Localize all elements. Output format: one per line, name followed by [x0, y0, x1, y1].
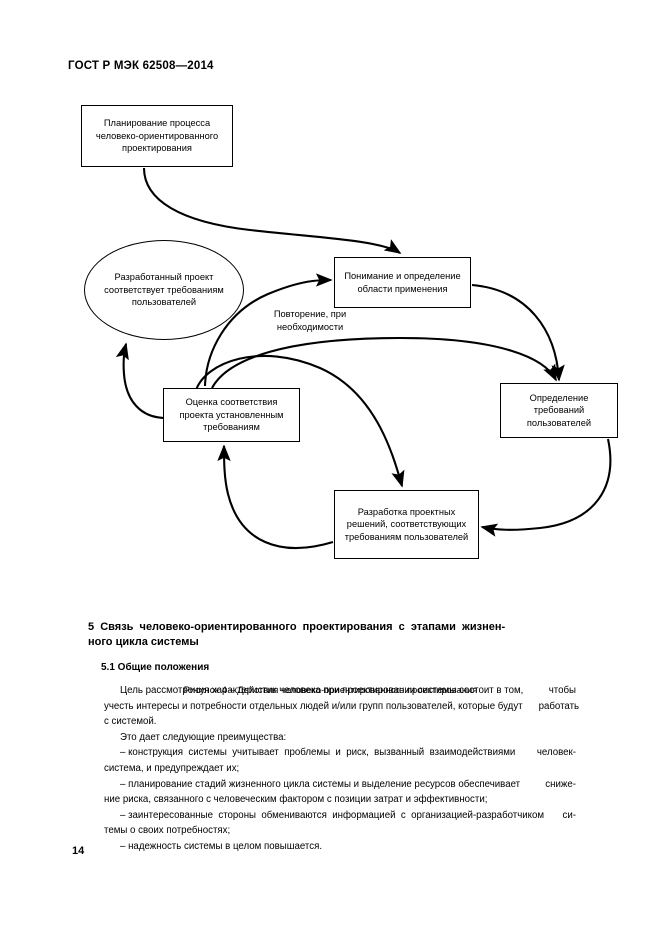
paragraph-purpose: Цель рассмотрения характеристик человека… — [88, 683, 580, 730]
arrow-evaluation-to-developed — [115, 342, 167, 420]
arrow-planning-to-understanding — [142, 167, 402, 254]
bullet-stakeholders-line-2: темы о своих потребностях; — [104, 825, 231, 837]
bullet-stakeholders: – заинтересованные стороны обмениваются … — [88, 808, 576, 839]
bullet-reliability-line: – надежность системы в целом повышается. — [120, 840, 323, 852]
section-heading-line-2: ного цикла системы — [88, 635, 199, 648]
section-heading-line-1: 5 Связь человеко-ориентированного проект… — [88, 621, 506, 633]
subsection-heading: 5.1 Общие положения — [101, 662, 210, 673]
paragraph-benefits-intro-line: Это дает следующие преимущества: — [120, 731, 287, 743]
edge-label-iteration: Повторение, при необходимости — [273, 309, 347, 332]
arrow-understanding-to-design — [195, 354, 405, 488]
node-evaluation-label: Оценка соответствия проекта установленны… — [179, 397, 284, 433]
bullet-reliability: – надежность системы в целом повышается. — [88, 839, 576, 855]
bullet-planning: – планирование стадий жизненного цикла с… — [88, 777, 576, 808]
node-planning: Планирование процесса человеко-ориентиро… — [81, 105, 233, 167]
arrow-requirements-to-design — [480, 438, 612, 537]
node-user-requirements: Определение требований пользователей — [500, 383, 618, 438]
paragraph-purpose-line-1: Цель рассмотрения характеристик человека… — [120, 685, 576, 696]
node-understanding-label: Понимание и определение области применен… — [344, 270, 461, 294]
node-design-solutions-label: Разработка проектных решений, соответств… — [344, 506, 469, 542]
bullet-planning-line-1: – планирование стадий жизненного цикла с… — [120, 778, 576, 790]
arrow-understanding-to-requirements — [471, 283, 565, 382]
figure-caption: Рисунок 4 – Действия человеко-ориентиров… — [183, 684, 478, 695]
arrow-evaluation-to-requirements — [211, 336, 557, 389]
bullet-construction-line-2: система, и предупреждает их; — [104, 762, 240, 774]
node-planning-label: Планирование процесса человеко-ориентиро… — [95, 118, 219, 154]
node-developed-design: Разработанный проект соответствует требо… — [84, 240, 244, 340]
standard-header: ГОСТ Р МЭК 62508—2014 — [68, 60, 214, 72]
body-text: Цель рассмотрения характеристик человека… — [88, 683, 580, 855]
bullet-construction: – конструкция системы учитывает проблемы… — [88, 745, 576, 776]
paragraph-purpose-line-2: учесть интересы и потребности отдельных … — [104, 700, 580, 712]
section-heading: 5 Связь человеко-ориентированного проект… — [88, 620, 576, 649]
bullet-construction-line-1: – конструкция системы учитывает проблемы… — [120, 747, 576, 759]
bullet-planning-line-2: ние риска, связанного с человеческим фак… — [104, 794, 488, 806]
node-evaluation: Оценка соответствия проекта установленны… — [163, 388, 300, 442]
paragraph-benefits-intro: Это дает следующие преимущества: — [88, 730, 576, 746]
node-understanding: Понимание и определение области применен… — [334, 257, 471, 308]
arrow-evaluation-to-understanding — [203, 273, 333, 387]
node-user-requirements-label: Определение требований пользователей — [526, 392, 592, 428]
node-design-solutions: Разработка проектных решений, соответств… — [334, 490, 479, 559]
node-developed-design-label: Разработанный проект соответствует требо… — [104, 272, 224, 308]
figure-4-diagram: Планирование процесса человеко-ориентиро… — [0, 90, 661, 695]
arrow-design-to-evaluation — [217, 444, 334, 550]
diagram-arrows — [115, 167, 612, 550]
paragraph-purpose-line-3: с системой. — [104, 716, 157, 728]
page-number: 14 — [72, 845, 85, 857]
bullet-stakeholders-line-1: – заинтересованные стороны обмениваются … — [120, 809, 576, 821]
